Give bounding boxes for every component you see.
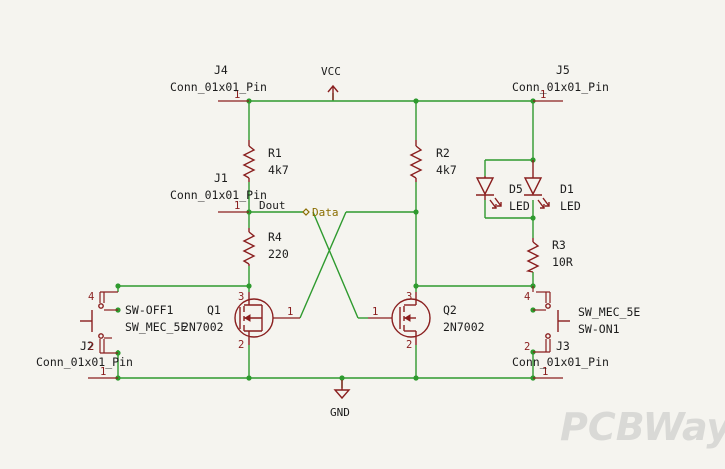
led-d5[interactable]: D5 LED xyxy=(475,176,530,213)
connector-j5[interactable]: 1 J5 Conn_01x01_Pin xyxy=(512,63,609,102)
svg-text:D1: D1 xyxy=(560,182,574,196)
j4-ref: J4 xyxy=(214,63,228,77)
svg-text:10R: 10R xyxy=(552,255,573,269)
resistor-r3[interactable]: R3 10R xyxy=(525,238,573,273)
svg-text:2: 2 xyxy=(524,341,530,353)
svg-text:SW-ON1: SW-ON1 xyxy=(578,322,620,336)
svg-text:4k7: 4k7 xyxy=(268,163,289,177)
j2-value: Conn_01x01_Pin xyxy=(36,355,133,369)
j3-value: Conn_01x01_Pin xyxy=(512,355,609,369)
j4-value: Conn_01x01_Pin xyxy=(170,80,267,94)
connector-j4[interactable]: 1 J4 Conn_01x01_Pin xyxy=(170,63,267,102)
gnd-symbol[interactable]: GND xyxy=(330,380,351,419)
resistor-r4[interactable]: R4 220 xyxy=(242,228,289,266)
svg-text:SW-OFF1: SW-OFF1 xyxy=(125,303,174,317)
svg-text:1: 1 xyxy=(372,306,378,318)
net-label-data[interactable]: Data xyxy=(302,206,339,219)
svg-text:3: 3 xyxy=(406,291,412,303)
svg-text:4k7: 4k7 xyxy=(436,163,457,177)
mosfet-q2[interactable]: 1 3 2 Q2 2N7002 xyxy=(368,291,485,351)
vcc-label: VCC xyxy=(321,65,341,78)
svg-text:4: 4 xyxy=(524,291,530,303)
svg-text:R2: R2 xyxy=(436,146,450,160)
switch-sw-off1[interactable]: 4 2 SW-OFF1 SW_MEC_5E xyxy=(80,291,187,354)
svg-text:Q1: Q1 xyxy=(207,303,221,317)
svg-text:1: 1 xyxy=(234,89,240,101)
svg-text:R1: R1 xyxy=(268,146,282,160)
connector-j1[interactable]: 1 J1 Conn_01x01_Pin xyxy=(170,171,267,213)
resistor-r2[interactable]: R2 4k7 xyxy=(409,140,457,182)
led-d1[interactable]: D1 LED xyxy=(523,160,581,213)
net-label-dout[interactable]: Dout xyxy=(259,199,286,212)
j5-ref: J5 xyxy=(556,63,570,77)
gnd-label: GND xyxy=(330,406,350,419)
junctions xyxy=(115,98,536,381)
svg-text:SW_MEC_5E: SW_MEC_5E xyxy=(578,305,640,319)
svg-text:R3: R3 xyxy=(552,238,566,252)
svg-text:Data: Data xyxy=(312,206,339,219)
j3-ref: J3 xyxy=(556,339,570,353)
svg-text:D5: D5 xyxy=(509,182,523,196)
connector-j3[interactable]: 1 J3 Conn_01x01_Pin xyxy=(512,339,609,379)
vcc-symbol[interactable]: VCC xyxy=(321,65,341,100)
svg-text:Dout: Dout xyxy=(259,199,286,212)
svg-text:1: 1 xyxy=(234,200,240,212)
wires xyxy=(117,93,534,388)
j1-ref: J1 xyxy=(214,171,228,185)
svg-text:R4: R4 xyxy=(268,230,282,244)
j1-value: Conn_01x01_Pin xyxy=(170,188,267,202)
svg-text:1: 1 xyxy=(542,366,548,378)
svg-text:1: 1 xyxy=(540,89,546,101)
watermark: PCBWay xyxy=(560,405,725,449)
svg-text:LED: LED xyxy=(509,199,530,213)
svg-text:1: 1 xyxy=(287,306,293,318)
connector-j2[interactable]: 1 J2 Conn_01x01_Pin xyxy=(36,339,133,379)
svg-text:1: 1 xyxy=(100,366,106,378)
j5-value: Conn_01x01_Pin xyxy=(512,80,609,94)
svg-text:2: 2 xyxy=(406,339,412,351)
svg-text:3: 3 xyxy=(238,291,244,303)
svg-text:SW_MEC_5E: SW_MEC_5E xyxy=(125,320,187,334)
svg-text:2N7002: 2N7002 xyxy=(443,320,485,334)
svg-text:220: 220 xyxy=(268,247,289,261)
svg-text:2: 2 xyxy=(238,339,244,351)
svg-text:4: 4 xyxy=(88,291,94,303)
svg-text:2N7002: 2N7002 xyxy=(182,320,224,334)
j2-ref: J2 xyxy=(80,339,94,353)
svg-text:LED: LED xyxy=(560,199,581,213)
svg-text:Q2: Q2 xyxy=(443,303,457,317)
svg-text:2: 2 xyxy=(88,341,94,353)
mosfet-q1[interactable]: 1 3 2 Q1 2N7002 xyxy=(182,291,300,351)
resistor-r1[interactable]: R1 4k7 xyxy=(242,140,289,182)
switch-sw-on1[interactable]: 4 2 SW_MEC_5E SW-ON1 xyxy=(524,286,640,353)
